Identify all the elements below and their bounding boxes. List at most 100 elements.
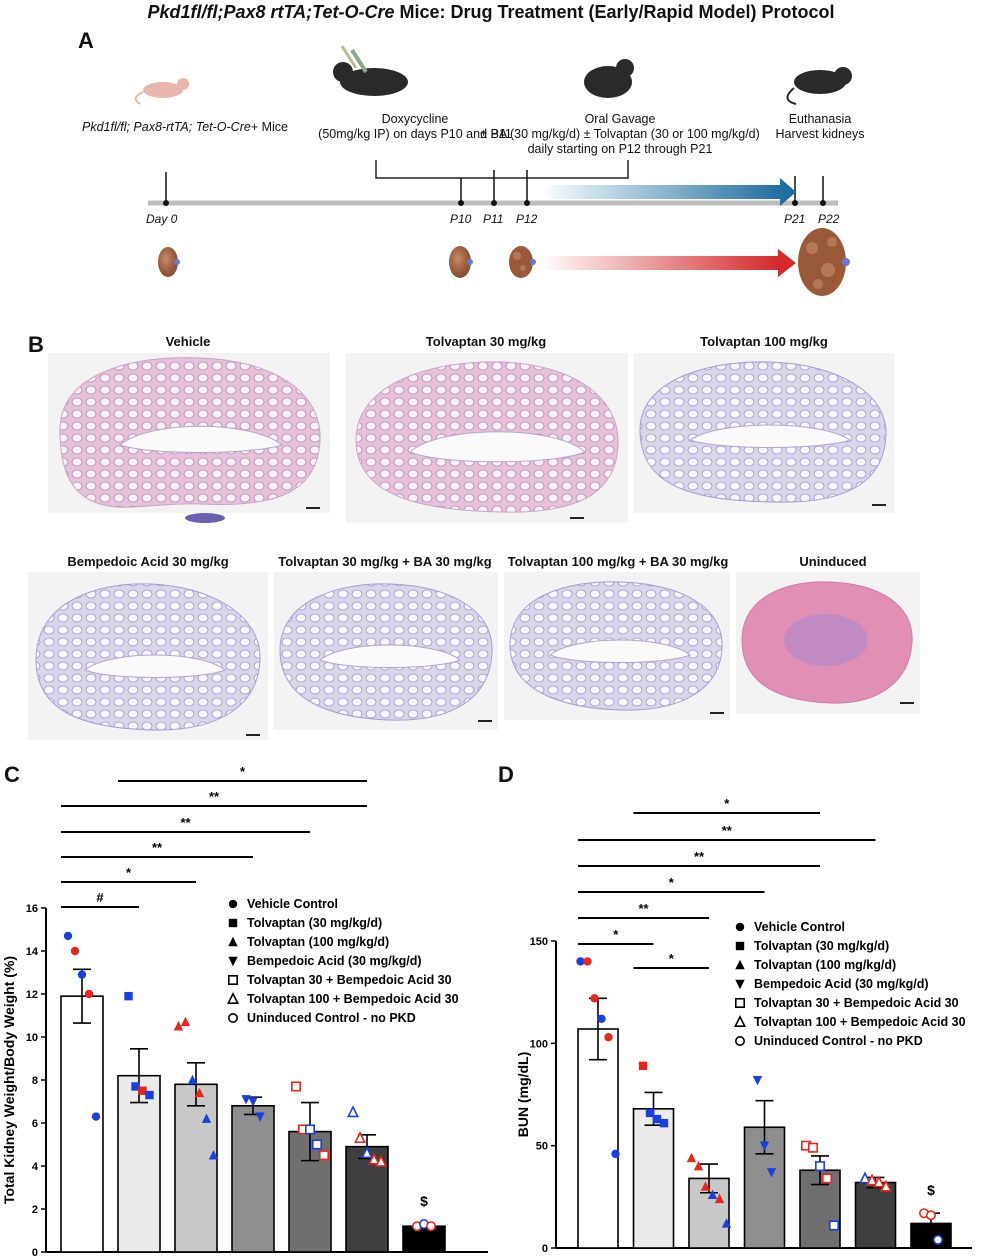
chart-d-bar <box>632 1108 675 1249</box>
chart-c-legend-marker <box>228 899 238 909</box>
timepoint-p11: P11 <box>483 212 504 226</box>
chart-d-significance-label: ** <box>638 901 649 916</box>
chart-c-legend-marker <box>228 936 238 947</box>
chart-d-significance-label: ** <box>694 849 705 864</box>
chart-c-data-point <box>304 1124 315 1135</box>
chart-c-data-point <box>124 991 133 1001</box>
histology-tolvaptan30 <box>346 353 628 523</box>
doxycycline-text: Doxycycline (50mg/kg IP) on days P10 and… <box>318 112 512 141</box>
chart-c-data-point <box>318 1150 329 1161</box>
chart-c-significance-label: * <box>126 865 132 880</box>
chart-d-data-point <box>880 1179 892 1192</box>
treatment-arrow <box>540 185 780 199</box>
histology-vehicle <box>48 353 330 523</box>
chart-d-data-point <box>721 1218 732 1228</box>
histology-uninduced <box>736 572 920 714</box>
panel-label-b: B <box>28 332 44 357</box>
mouse-euthanasia-icon <box>786 67 852 105</box>
chart-c-data-point <box>241 1095 251 1105</box>
chart-c-data-point <box>91 1112 101 1121</box>
chart-d-y-tick-label: 150 <box>530 936 548 948</box>
euthanasia-text: Euthanasia Harvest kidneys <box>775 112 865 141</box>
chart-c-legend-marker <box>228 918 238 928</box>
timepoint-p10: P10 <box>450 212 472 226</box>
chart-d-y-tick-label: 50 <box>536 1141 548 1153</box>
kidney-normal-p10-icon <box>449 246 473 278</box>
chart-d-legend-marker <box>735 941 745 951</box>
chart-c-bar <box>117 1074 161 1253</box>
chart-d-legend-marker <box>735 979 745 990</box>
panel-label-a: A <box>78 28 94 53</box>
panel-label-c: C <box>4 762 20 787</box>
chart-d-significance-label: * <box>724 796 730 811</box>
mouse-gavage-icon <box>584 59 634 98</box>
panel-label-d: D <box>498 762 514 787</box>
chart-c-data-point <box>248 1097 258 1107</box>
chart-d-data-point <box>583 957 592 966</box>
chart-d-bar <box>854 1181 897 1249</box>
chart-c-data-point <box>138 1086 147 1095</box>
chart-c-legend-label: Tolvaptan 30 + Bempedoic Acid 30 <box>247 973 452 987</box>
chart-d-data-point <box>597 1014 606 1023</box>
chart-d-legend-label: Bempedoic Acid (30 mg/kg/d) <box>754 977 929 991</box>
chart-d-data-point <box>611 1149 620 1159</box>
chart-c-y-tick-label: 0 <box>32 1247 38 1259</box>
chart-c-significance-label: # <box>96 890 104 905</box>
chart-d-data-point <box>659 1118 669 1128</box>
histology-bempedoic <box>28 572 268 740</box>
chart-d-data-point <box>859 1171 871 1184</box>
chart-c-data-point <box>187 1074 198 1085</box>
chart-c-data-point <box>375 1154 387 1167</box>
chart-c-data-point <box>84 989 94 999</box>
chart-d-data-point <box>932 1234 943 1245</box>
chart-d-data-point <box>759 1141 770 1151</box>
mice-label: Pkd1fl/fl; Pax8-rtTA; Tet-O-Cre+ Mice <box>70 120 300 135</box>
chart-c-data-point <box>311 1139 322 1150</box>
chart-c-legend-label: Tolvaptan 100 + Bempedoic Acid 30 <box>247 992 459 1006</box>
chart-d-data-point <box>576 957 585 966</box>
chart-c-y-tick-label: 10 <box>26 1032 38 1044</box>
chart-c-y-tick-label: 12 <box>26 989 38 1001</box>
chart-d-legend-label: Tolvaptan 100 + Bempedoic Acid 30 <box>754 1015 966 1029</box>
chart-c-significance-label: * <box>240 764 246 779</box>
chart-c-data-point <box>208 1150 219 1160</box>
histology-title-tolv30-ba: Tolvaptan 30 mg/kg + BA 30 mg/kg <box>278 554 492 569</box>
mice-label-italic: Pkd1fl/fl; Pax8-rtTA; Tet-O-Cre <box>82 120 251 134</box>
chart-c-data-point <box>77 970 87 979</box>
chart-c-y-tick-label: 4 <box>32 1161 39 1173</box>
chart-c-data-point <box>361 1146 373 1159</box>
mouse-small-icon <box>134 78 189 105</box>
chart-d-data-point <box>604 1032 613 1042</box>
chart-c-significance-label: ** <box>152 840 163 855</box>
histology-tolv100-ba <box>504 572 730 720</box>
kidney-cystic-p12-icon <box>509 246 536 278</box>
chart-d-legend-marker <box>734 1015 746 1027</box>
histology-title-tolvaptan100: Tolvaptan 100 mg/kg <box>700 334 828 349</box>
chart-d-data-point <box>752 1075 763 1086</box>
kidney-normal-icon <box>158 247 180 277</box>
mouse-injection-icon <box>333 45 408 96</box>
chart-c-y-tick-label: 14 <box>26 946 39 958</box>
timepoint-p22: P22 <box>818 212 840 226</box>
chart-c-annotation: $ <box>420 1193 428 1209</box>
kidney-cystic-p22-icon <box>798 228 850 296</box>
timepoint-p12: P12 <box>516 212 538 226</box>
protocol-bracket <box>375 160 629 179</box>
chart-d-data-point <box>828 1220 839 1231</box>
timepoint-p21: P21 <box>784 212 806 226</box>
chart-d-legend-marker <box>735 922 745 932</box>
chart-c-legend-label: Tolvaptan (100 mg/kg/d) <box>247 935 389 949</box>
chart-c-legend-marker <box>228 1012 239 1023</box>
chart-d-data-point <box>807 1142 818 1153</box>
chart-d-data-point <box>590 994 599 1003</box>
chart-c-data-point <box>255 1112 265 1122</box>
title-italic: Pkd1fl/fl;Pax8 rtTA;Tet-O-Cre <box>147 2 395 22</box>
histology-title-vehicle: Vehicle <box>165 334 211 349</box>
chart-c-data-point <box>145 1090 154 1100</box>
chart-d-legend-label: Tolvaptan (100 mg/kg/d) <box>754 958 896 972</box>
chart-d-data-point <box>714 1193 725 1204</box>
mice-label-rest: + Mice <box>250 120 288 134</box>
chart-d-y-tick-label: 0 <box>542 1243 548 1255</box>
chart-c-y-tick-label: 6 <box>32 1118 38 1130</box>
timepoint-day0: Day 0 <box>146 212 178 226</box>
